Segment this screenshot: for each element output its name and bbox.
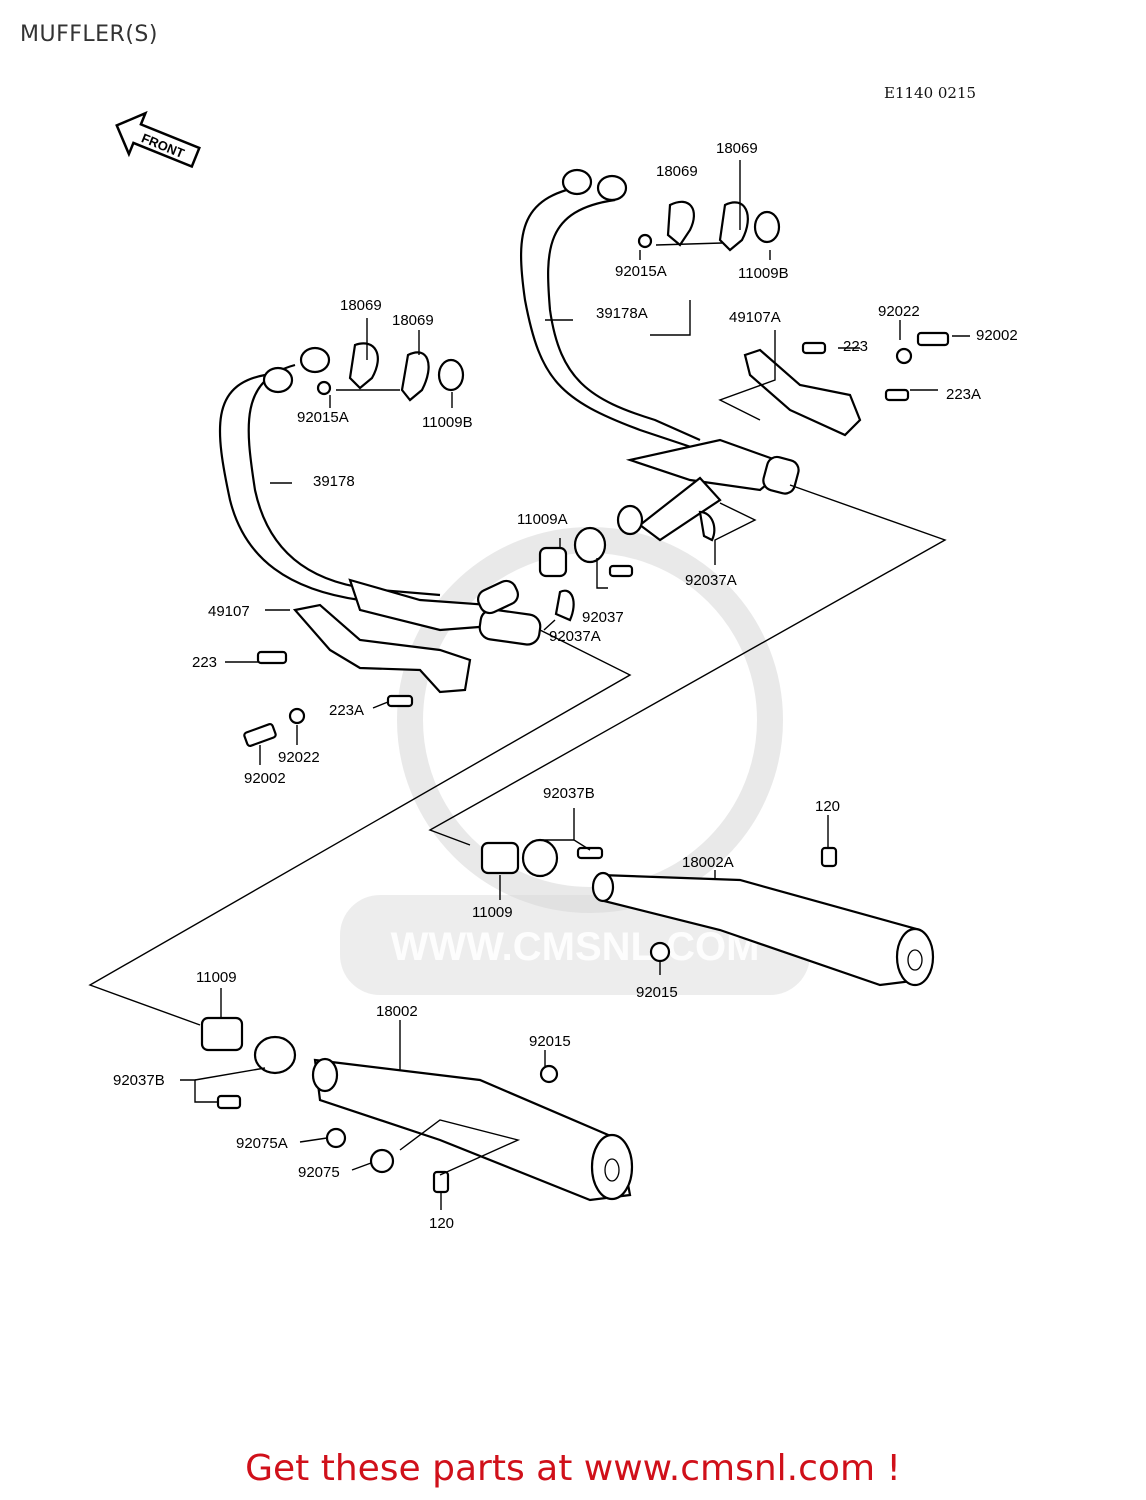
bolt-92002-right (916, 331, 950, 347)
bolt-92037B-right (576, 846, 604, 860)
front-arrow-icon: FRONT (115, 110, 201, 169)
label-92037B: 92037B (543, 785, 595, 802)
washer-92022-left (288, 707, 306, 725)
bolt-223-right (801, 341, 827, 355)
gasket-11009-right (480, 841, 520, 875)
bolt-92037 (608, 564, 634, 578)
bolt-223A-right (884, 388, 910, 402)
label-223A: 223A (946, 386, 981, 403)
label-92037A: 92037A (549, 628, 601, 645)
label-120: 120 (815, 798, 840, 815)
nut-92015A-right (637, 233, 653, 249)
label-92015A: 92015A (615, 263, 667, 280)
label-11009A: 11009A (517, 511, 568, 528)
label-223: 223 (843, 338, 868, 355)
muffler-18002 (311, 1057, 634, 1202)
shop-link-banner[interactable]: Get these parts at www.cmsnl.com ! (245, 1448, 901, 1489)
bolt-92002-left (243, 723, 277, 747)
label-18069: 18069 (392, 312, 434, 329)
label-39178A: 39178A (596, 305, 648, 322)
gasket-11009B-right (753, 210, 781, 244)
nut-92015-left (539, 1064, 559, 1084)
clamp-18069-right-2 (718, 201, 749, 252)
watermark-text: WWW.CMSNL.COM (391, 925, 760, 969)
label-92002: 92002 (244, 770, 286, 787)
clamp-92037B-left (253, 1035, 297, 1075)
label-92015A: 92015A (297, 409, 349, 426)
label-18069: 18069 (340, 297, 382, 314)
cover-49107 (292, 603, 472, 694)
exhaust-pipe-right (520, 168, 800, 542)
bolt-92037B-left (216, 1094, 242, 1110)
label-11009: 11009 (472, 904, 513, 921)
bolt-223A-left (386, 694, 414, 708)
gasket-11009A (538, 546, 568, 578)
bolt-120-right (820, 846, 838, 868)
grommet-92075A (325, 1127, 347, 1149)
label-11009B: 11009B (738, 265, 789, 282)
label-92022: 92022 (878, 303, 920, 320)
clamp-92037-left (573, 526, 607, 564)
bolt-223-left (256, 650, 288, 665)
label-92015: 92015 (636, 984, 678, 1001)
label-49107: 49107 (208, 603, 250, 620)
part-labels: 18069 18069 92015A 11009B 39178A 49107A … (113, 140, 1018, 1232)
muffler-18002A (591, 871, 935, 987)
cover-49107A (743, 348, 862, 437)
label-92022: 92022 (278, 749, 320, 766)
label-92037B: 92037B (113, 1072, 165, 1089)
label-92075A: 92075A (236, 1135, 288, 1152)
label-92015: 92015 (529, 1033, 571, 1050)
leader-lines (88, 160, 970, 1210)
label-18069: 18069 (656, 163, 698, 180)
label-92002: 92002 (976, 327, 1018, 344)
gasket-11009B-left (437, 358, 465, 392)
label-49107A: 49107A (729, 309, 781, 326)
label-18002A: 18002A (682, 854, 734, 871)
washer-92022-right (895, 347, 913, 365)
nut-92015-right (649, 941, 671, 963)
label-18002: 18002 (376, 1003, 418, 1020)
label-11009B: 11009B (422, 414, 473, 431)
clamp-92037B-right (521, 838, 559, 878)
label-120: 120 (429, 1215, 454, 1232)
clamp-18069-left-1 (348, 342, 379, 390)
label-92075: 92075 (298, 1164, 340, 1181)
clamp-92037A-left (554, 589, 575, 622)
label-18069: 18069 (716, 140, 758, 157)
label-223: 223 (192, 654, 217, 671)
clamp-92037A-right (698, 510, 716, 542)
grommet-92075 (369, 1148, 395, 1174)
gasket-11009-left (200, 1016, 244, 1052)
label-92037A: 92037A (685, 572, 737, 589)
label-92037: 92037 (582, 609, 624, 626)
label-223A: 223A (329, 702, 364, 719)
muffler-exploded-diagram: WWW.CMSNL.COM FRONT (88, 110, 1018, 1232)
label-39178: 39178 (313, 473, 355, 490)
clamp-18069-right-1 (666, 200, 696, 247)
page-title: MUFFLER(S) (20, 22, 158, 47)
label-11009: 11009 (196, 969, 237, 986)
nut-92015A-left (316, 380, 332, 396)
clamp-18069-left-2 (400, 351, 430, 402)
diagram-code: E1140 0215 (884, 84, 977, 102)
exhaust-pipe-left (218, 346, 542, 646)
